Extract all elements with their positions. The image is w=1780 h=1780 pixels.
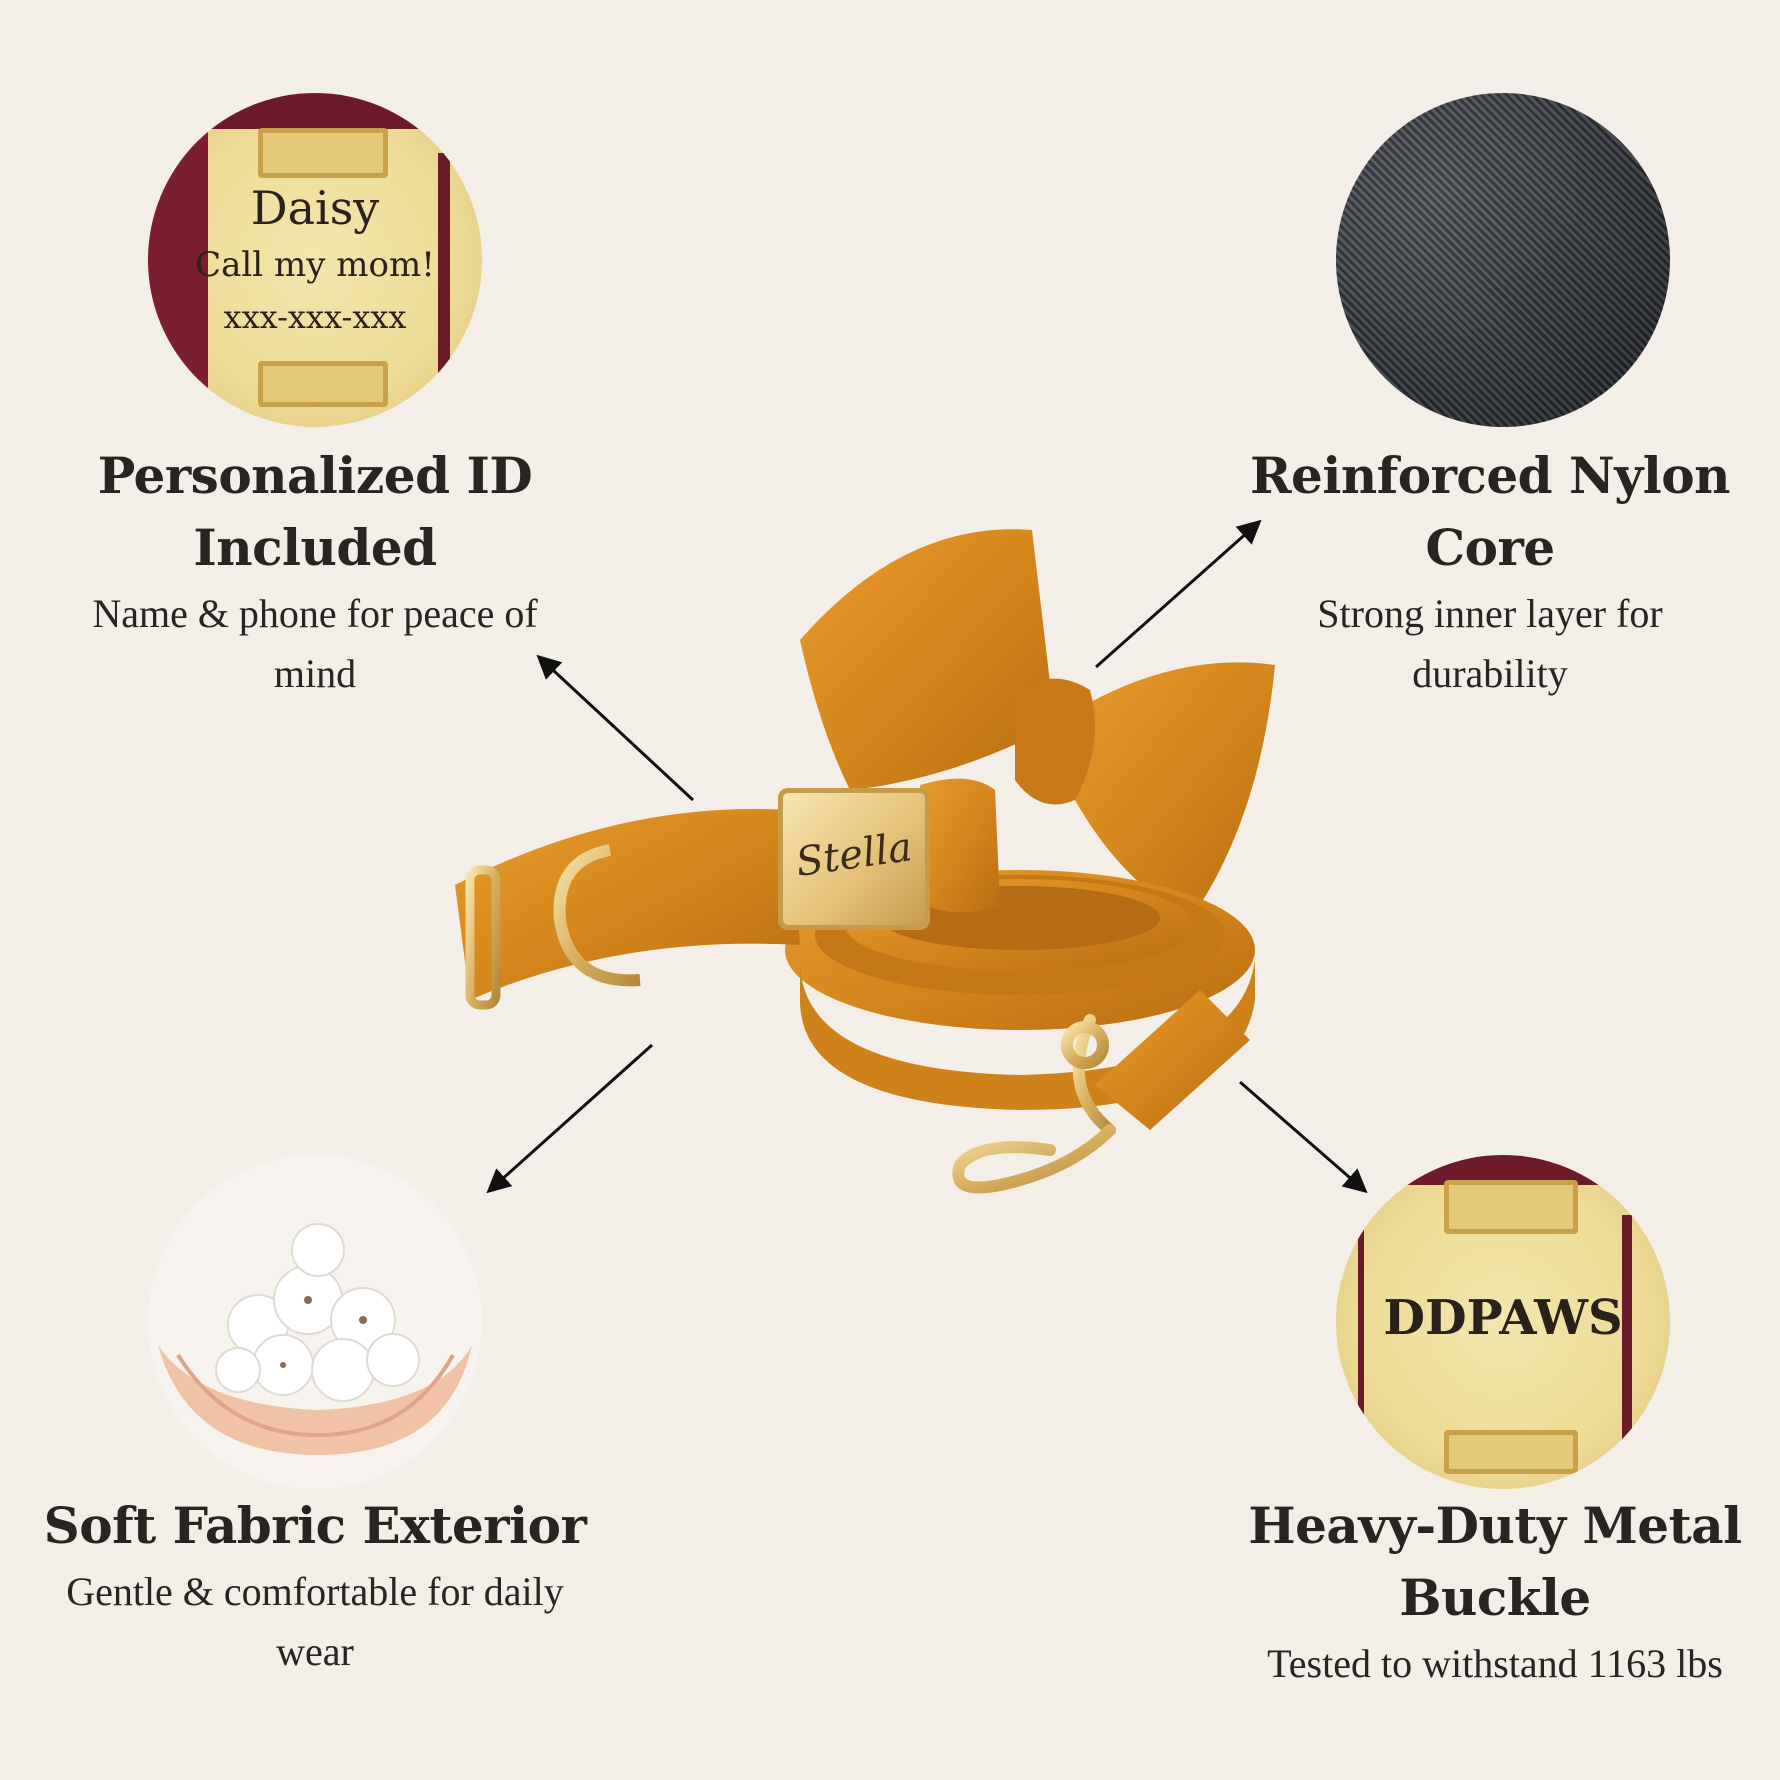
id-tag-photo: Daisy Call my mom! xxx-xxx-xxx xyxy=(148,93,482,427)
nylon-core-desc-line1: Strong inner layer for xyxy=(1317,591,1663,636)
arrow-to-nylon-core xyxy=(1095,519,1262,669)
metal-buckle-photo: DDPAWS xyxy=(1336,1155,1670,1489)
buckle-engraving: Stella xyxy=(793,824,915,886)
metal-buckle-title-line2: Buckle xyxy=(1399,1568,1591,1627)
id-tag-title-line1: Personalized ID xyxy=(97,446,533,505)
nylon-texture-photo xyxy=(1336,93,1670,427)
soft-fabric-feature: Soft Fabric Exterior Gentle & comfortabl… xyxy=(0,1490,630,1682)
bow-tie xyxy=(800,529,1275,920)
soft-fabric-desc-line1: Gentle & comfortable for daily xyxy=(66,1569,564,1614)
tag-brand-text: DDPAWS xyxy=(1383,1290,1623,1346)
tag-name-text: Daisy xyxy=(250,181,380,235)
nylon-core-title: Reinforced Nylon Core xyxy=(1250,446,1731,577)
tag-call-text: Call my mom! xyxy=(195,245,435,285)
metal-buckle-feature: Heavy-Duty Metal Buckle Tested to withst… xyxy=(1210,1490,1780,1694)
id-tag-title-line2: Included xyxy=(193,518,437,577)
metal-buckle-desc: Tested to withstand 1163 lbs xyxy=(1267,1641,1723,1686)
tag-phone-text: xxx-xxx-xxx xyxy=(223,298,407,336)
nylon-core-desc-line2: durability xyxy=(1412,651,1568,696)
snap-hook xyxy=(952,1014,1116,1194)
arrow-to-soft-fabric xyxy=(486,1043,654,1194)
nylon-core-feature: Reinforced Nylon Core Strong inner layer… xyxy=(1200,440,1780,704)
collar xyxy=(455,778,1000,1010)
metal-buckle-title-line1: Heavy-Duty Metal xyxy=(1248,1496,1742,1555)
cotton-hands-illustration xyxy=(158,1223,472,1455)
soft-fabric-desc-line2: wear xyxy=(276,1629,354,1674)
collar-buckle: Stella xyxy=(778,788,930,930)
arrow-to-metal-buckle xyxy=(1239,1080,1368,1194)
soft-fabric-title: Soft Fabric Exterior xyxy=(43,1496,587,1555)
arrow-to-id-tag xyxy=(536,654,695,802)
id-tag-feature: Personalized ID Included Name & phone fo… xyxy=(20,440,610,704)
cotton-hands-photo xyxy=(148,1155,482,1489)
id-tag-desc-line1: Name & phone for peace of xyxy=(92,591,538,636)
id-tag-desc-line2: mind xyxy=(273,651,357,696)
